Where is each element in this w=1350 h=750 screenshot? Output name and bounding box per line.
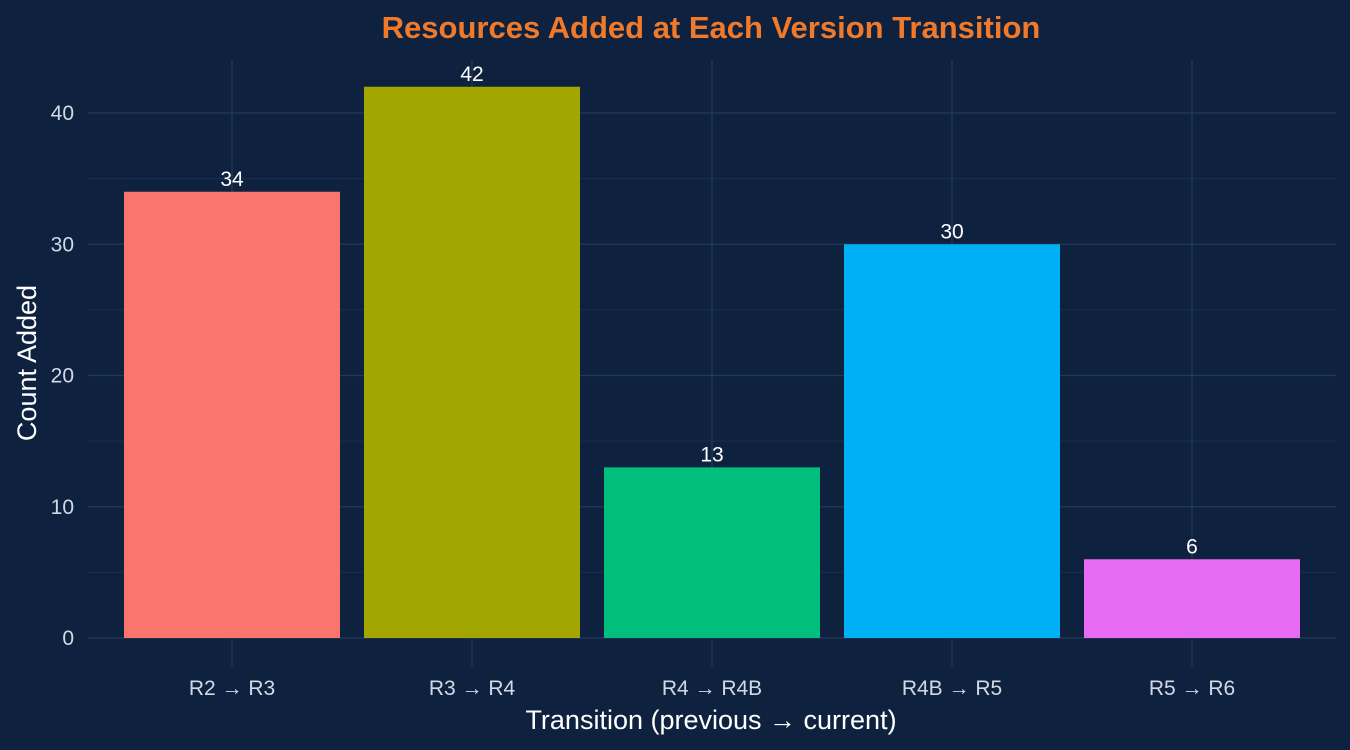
chart-title: Resources Added at Each Version Transiti… [382, 10, 1041, 45]
y-tick-label: 10 [51, 496, 74, 519]
y-tick-label: 40 [51, 102, 74, 125]
y-tick-label: 30 [51, 233, 74, 256]
x-tick-label: R4 → R4B [662, 677, 762, 700]
x-tick-label: R3 → R4 [429, 677, 516, 700]
x-axis-title: Transition (previous → current) [525, 705, 896, 735]
data-label: 30 [940, 220, 963, 243]
x-tick-label: R2 → R3 [189, 677, 275, 700]
x-axis-ticks: R2 → R3 R3 → R4 R4 → R4B R4B → R5 R5 → R6 [189, 677, 1235, 700]
y-tick-label: 0 [62, 627, 74, 650]
y-axis-title: Count Added [12, 285, 42, 441]
data-label: 42 [460, 63, 483, 86]
data-label: 6 [1186, 535, 1198, 558]
x-tick-label: R4B → R5 [902, 677, 1002, 700]
bar-5 [1084, 559, 1300, 638]
y-axis-ticks: 0 10 20 30 40 [51, 102, 74, 650]
bars-layer [124, 86, 1300, 638]
bar-1 [124, 191, 340, 638]
data-label: 34 [220, 168, 244, 191]
y-tick-label: 20 [51, 365, 74, 388]
bar-4 [844, 244, 1060, 638]
x-tick-label: R5 → R6 [1149, 677, 1235, 700]
data-labels-layer: 34 42 13 30 6 [220, 63, 1198, 559]
bar-2 [364, 86, 580, 638]
data-label: 13 [700, 443, 723, 466]
bar-3 [604, 467, 820, 638]
